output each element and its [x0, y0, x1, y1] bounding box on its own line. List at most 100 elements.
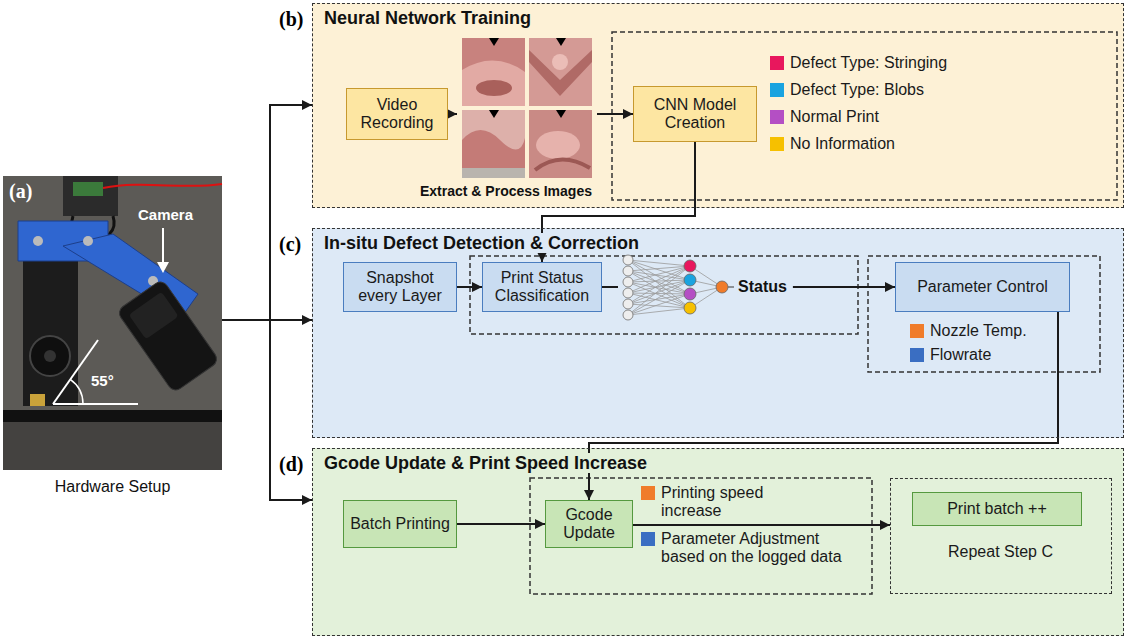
neural-network-icon: [628, 280, 690, 293]
connector-line: [448, 113, 457, 115]
repeat-group: Repeat Step CPrint batch ++: [890, 478, 1112, 594]
legend-swatch: [910, 348, 924, 362]
panel-letter: (d): [279, 453, 303, 475]
legend-item: Parameter Adjustment based on the logged…: [641, 530, 866, 566]
neural-network-icon: [628, 280, 690, 315]
neural-network-icon: [684, 288, 696, 300]
connector-line: [633, 524, 890, 526]
neural-network-icon: [628, 280, 690, 304]
legend-item: Flowrate: [910, 346, 991, 364]
box-label: Video Recording: [353, 96, 441, 132]
hardware-photo: [63, 176, 118, 216]
legend-text: Nozzle Temp.: [930, 322, 1027, 340]
box-label: CNN Model Creation: [640, 96, 750, 132]
connector: [448, 114, 633, 115]
neural-network-icon: [684, 260, 696, 272]
hardware-photo: [116, 279, 219, 393]
stage-band: (b)Neural Network TrainingVideo Recordin…: [312, 3, 1124, 208]
legend-swatch: [910, 324, 924, 338]
connector: [457, 287, 482, 288]
print-photos: [529, 110, 592, 178]
legend-swatch: [770, 110, 784, 124]
dashed-groups: [612, 32, 1117, 200]
print-photos: [476, 80, 512, 96]
legend-item: Normal Print: [770, 108, 879, 126]
box-label: Gcode Update: [552, 506, 626, 542]
legend-item: Printing speed increase: [641, 484, 796, 520]
angle-label: 55°: [91, 372, 114, 390]
box-label: Parameter Control: [917, 278, 1048, 296]
image-caption: Extract & Process Images: [420, 183, 592, 199]
neural-network-icon: [628, 308, 690, 315]
hardware-photo: [103, 184, 222, 188]
neural-network-icon: [628, 260, 690, 308]
print-photos: [489, 110, 499, 118]
legend-text: Defect Type: Blobs: [790, 81, 924, 99]
stage-band: (d)Gcode Update & Print Speed IncreaseBa…: [312, 448, 1124, 636]
legend-text: Defect Type: Stringing: [790, 54, 947, 72]
connector-line: [457, 286, 482, 288]
legend-text: Parameter Adjustment based on the logged…: [661, 530, 866, 566]
legend-item: Nozzle Temp.: [910, 322, 1027, 340]
stage-band: (c)In-situ Defect Detection & Correction…: [312, 228, 1124, 438]
print-photos: [462, 110, 525, 178]
legend-text: No Information: [790, 135, 895, 153]
panel-letter: (b): [279, 8, 303, 30]
dashed-groups: [868, 256, 1100, 372]
neural-network-icon: [623, 266, 633, 276]
hardware-photo: [70, 379, 83, 404]
neural-network-icon: [628, 266, 690, 315]
hardware-photo: [3, 176, 222, 470]
neural-network-icon: [684, 302, 696, 314]
connector: [633, 525, 890, 526]
hardware-photo: [33, 236, 43, 246]
process-box: Video Recording: [346, 88, 448, 140]
legend-text: Normal Print: [790, 108, 879, 126]
box-label: Print batch ++: [947, 500, 1047, 518]
neural-network-icon: [623, 277, 633, 287]
process-box: CNN Model Creation: [633, 86, 757, 142]
box-label: Batch Printing: [350, 515, 450, 533]
hardware-photo: [157, 262, 169, 273]
connector-line: [222, 105, 312, 320]
neural-network-icon: [623, 299, 633, 309]
neural-network-icon: [728, 286, 734, 287]
print-photos: [489, 38, 499, 46]
process-box: Batch Printing: [343, 500, 457, 548]
print-photos: [552, 54, 568, 70]
connector-line: [589, 312, 1058, 500]
connector-line: [222, 320, 312, 500]
neural-network-icon: [628, 271, 690, 308]
legend-swatch: [770, 56, 784, 70]
neural-network-icon: [716, 281, 728, 293]
neural-network-icon: [628, 294, 690, 304]
neural-network-icon: [623, 288, 633, 298]
process-box: Print Status Classification: [482, 262, 602, 312]
hardware-photo: [83, 236, 93, 246]
stage-heading: Gcode Update & Print Speed Increase: [321, 453, 650, 473]
connector: [457, 524, 545, 525]
print-photos: [536, 131, 580, 159]
hardware-photo: [53, 403, 138, 405]
dashed-groups: [470, 32, 1117, 594]
neural-network-icon: [684, 274, 696, 286]
neural-network-icon: [628, 266, 690, 293]
callout-label: Camera: [138, 206, 193, 224]
connector: [222, 320, 312, 500]
process-box: Gcode Update: [545, 500, 633, 548]
print-photos: [462, 38, 525, 106]
stage-heading: Neural Network Training: [321, 8, 534, 28]
hardware-photo: [30, 336, 70, 376]
band-fill: [312, 448, 1124, 636]
legend-swatch: [641, 486, 655, 500]
legend-item: Defect Type: Stringing: [770, 54, 947, 72]
hardware-photo: [44, 350, 56, 362]
print-photos: [462, 60, 525, 106]
print-photos: [462, 38, 592, 178]
panel-letter: (a): [9, 180, 32, 202]
connector: [222, 105, 312, 320]
connector-line: [457, 523, 545, 525]
hardware-photo: [30, 394, 45, 406]
neural-network-icon: [628, 294, 690, 315]
process-box: Print batch ++: [912, 492, 1082, 526]
